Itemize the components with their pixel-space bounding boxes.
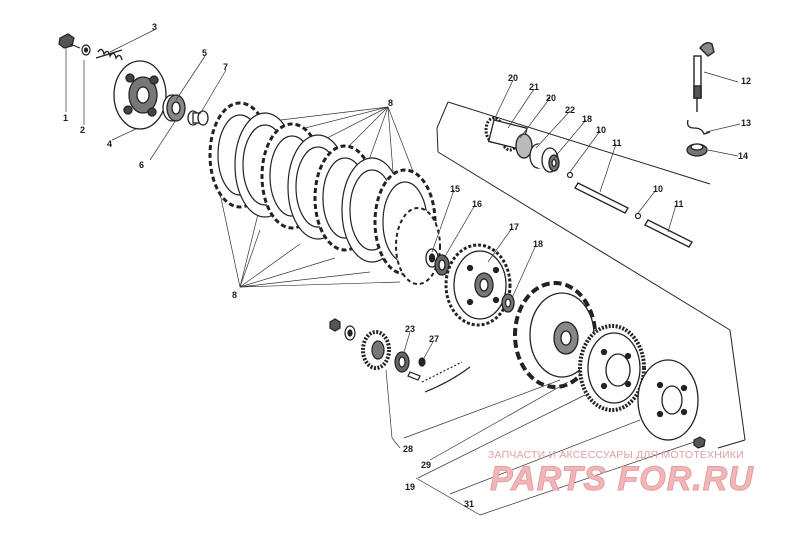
pressure-plate-4 (113, 60, 167, 130)
seal-part-14 (686, 143, 708, 157)
ball-part-10 (566, 171, 642, 220)
pushrod-part-11 (574, 182, 693, 248)
label-16: 16 (472, 199, 482, 209)
label-2: 2 (80, 125, 85, 135)
bolt-part-1 (58, 33, 81, 49)
clutch-basket (513, 281, 597, 389)
drive-gear-part (361, 330, 391, 370)
label-8-bottom: 8 (232, 290, 237, 300)
label-1: 1 (63, 113, 68, 123)
label-21: 21 (529, 82, 539, 92)
watermark-logo: PARTS FOR.RU (490, 460, 754, 499)
shaft-group-frame (436, 101, 746, 449)
bolt-part-bottom (693, 436, 706, 449)
label-18-top: 18 (582, 114, 592, 124)
label-28: 28 (403, 444, 413, 454)
label-27: 27 (429, 334, 439, 344)
label-5: 5 (202, 48, 207, 58)
key-part-27 (407, 357, 426, 381)
clutch-plates-8 (208, 101, 441, 285)
label-11-a: 11 (612, 138, 622, 148)
label-3: 3 (152, 22, 157, 32)
label-15: 15 (450, 184, 460, 194)
pushrod-part-7 (187, 110, 209, 126)
part-labels: 1 2 3 4 5 6 7 8 8 15 16 17 18 20 21 20 2… (63, 22, 751, 509)
label-13: 13 (741, 118, 751, 128)
spacer-part-23 (394, 351, 410, 373)
crankshaft-stub (421, 361, 471, 393)
spring-part-13 (686, 119, 711, 135)
release-spring-part-21 (484, 116, 533, 159)
label-6: 6 (139, 160, 144, 170)
label-leader-lines (65, 29, 741, 516)
label-29: 29 (421, 460, 431, 470)
label-8-top: 8 (388, 98, 393, 108)
clutch-hub-17 (444, 243, 512, 327)
bearing-part-6 (162, 94, 186, 122)
watermark-subtitle: ЗАПЧАСТИ И АКСЕССУАРЫ ДЛЯ МОТОТЕХНИКИ (488, 449, 744, 461)
label-18: 18 (533, 239, 543, 249)
label-14: 14 (738, 151, 748, 161)
spring-part-3 (95, 48, 123, 61)
label-11-b: 11 (674, 199, 684, 209)
label-17: 17 (509, 222, 519, 232)
label-10-a: 10 (596, 125, 606, 135)
label-4: 4 (107, 139, 112, 149)
label-20-b: 20 (546, 93, 556, 103)
spacer-part-18 (501, 293, 515, 313)
label-20-a: 20 (508, 73, 518, 83)
label-23: 23 (405, 324, 415, 334)
nut-part-lower (329, 318, 356, 341)
label-10-b: 10 (653, 184, 663, 194)
washer-part-2 (81, 44, 91, 56)
label-7: 7 (223, 62, 228, 72)
label-19: 19 (405, 482, 415, 492)
washer-part-18-top (548, 154, 560, 172)
label-12: 12 (741, 76, 751, 86)
washer-part-16 (434, 254, 450, 276)
label-31: 31 (464, 499, 474, 509)
back-plate-31 (637, 359, 699, 441)
label-22: 22 (565, 105, 575, 115)
release-lever-12 (693, 41, 715, 112)
primary-driven-gear (578, 324, 646, 412)
